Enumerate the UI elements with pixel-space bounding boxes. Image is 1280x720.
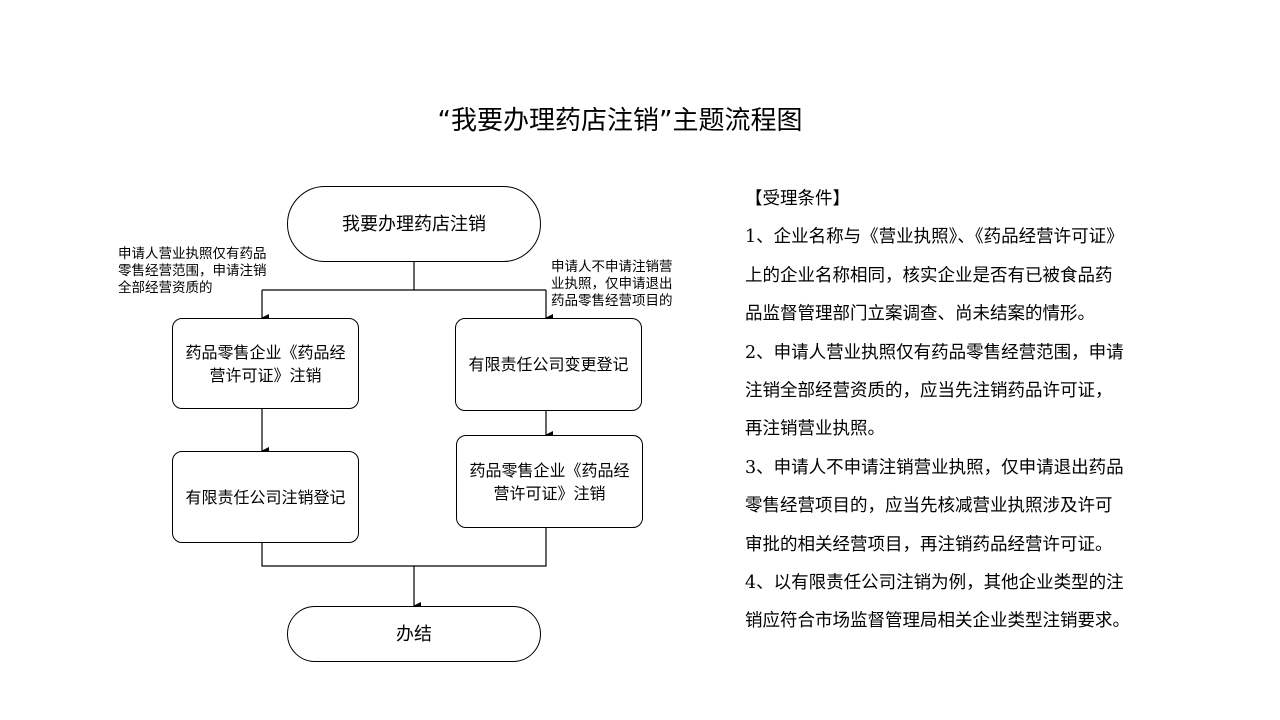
condition-line: 销应符合市场监督管理局相关企业类型注销要求。 xyxy=(745,611,1130,632)
acceptance-conditions: 【受理条件】 1、企业名称与《营业执照》、《药品经营许可证》 上的企业名称相同，… xyxy=(745,186,1130,647)
start-node: 我要办理药店注销 xyxy=(287,186,541,262)
right-branch-note: 申请人不申请注销营 业执照，仅申请退出 药品零售经营项目的 xyxy=(551,259,673,309)
left-step-1: 药品零售企业《药品经营许可证》注销 xyxy=(172,318,359,409)
condition-line: 注销全部经营资质的，应当先注销药品许可证， xyxy=(745,380,1113,401)
condition-line: 4、以有限责任公司注销为例，其他企业类型的注 xyxy=(745,572,1124,593)
left-step-2: 有限责任公司注销登记 xyxy=(172,451,359,543)
connector-start xyxy=(262,262,546,291)
condition-line: 审批的相关经营项目，再注销药品经营许可证。 xyxy=(745,534,1113,555)
left-branch-note: 申请人营业执照仅有药品 零售经营范围，申请注销 全部经营资质的 xyxy=(118,246,267,296)
condition-line: 3、申请人不申请注销营业执照，仅申请退出药品 xyxy=(745,457,1124,478)
page-title: “我要办理药店注销”主题流程图 xyxy=(437,106,803,136)
condition-line: 再注销营业执照。 xyxy=(745,419,885,440)
condition-line: 2、申请人营业执照仅有药品零售经营范围，申请 xyxy=(745,342,1124,363)
condition-line: 上的企业名称相同，核实企业是否有已被食品药 xyxy=(745,265,1113,286)
right-step-1: 有限责任公司变更登记 xyxy=(455,318,642,411)
condition-line: 零售经营项目的，应当先核减营业执照涉及许可 xyxy=(745,496,1113,517)
connector-merge xyxy=(261,528,547,567)
condition-line: 1、企业名称与《营业执照》、《药品经营许可证》 xyxy=(745,227,1124,248)
conditions-heading: 【受理条件】 xyxy=(745,189,850,209)
condition-line: 品监督管理部门立案调查、尚未结案的情形。 xyxy=(745,304,1095,325)
end-node: 办结 xyxy=(287,606,541,662)
right-step-2: 药品零售企业《药品经营许可证》注销 xyxy=(456,435,643,528)
